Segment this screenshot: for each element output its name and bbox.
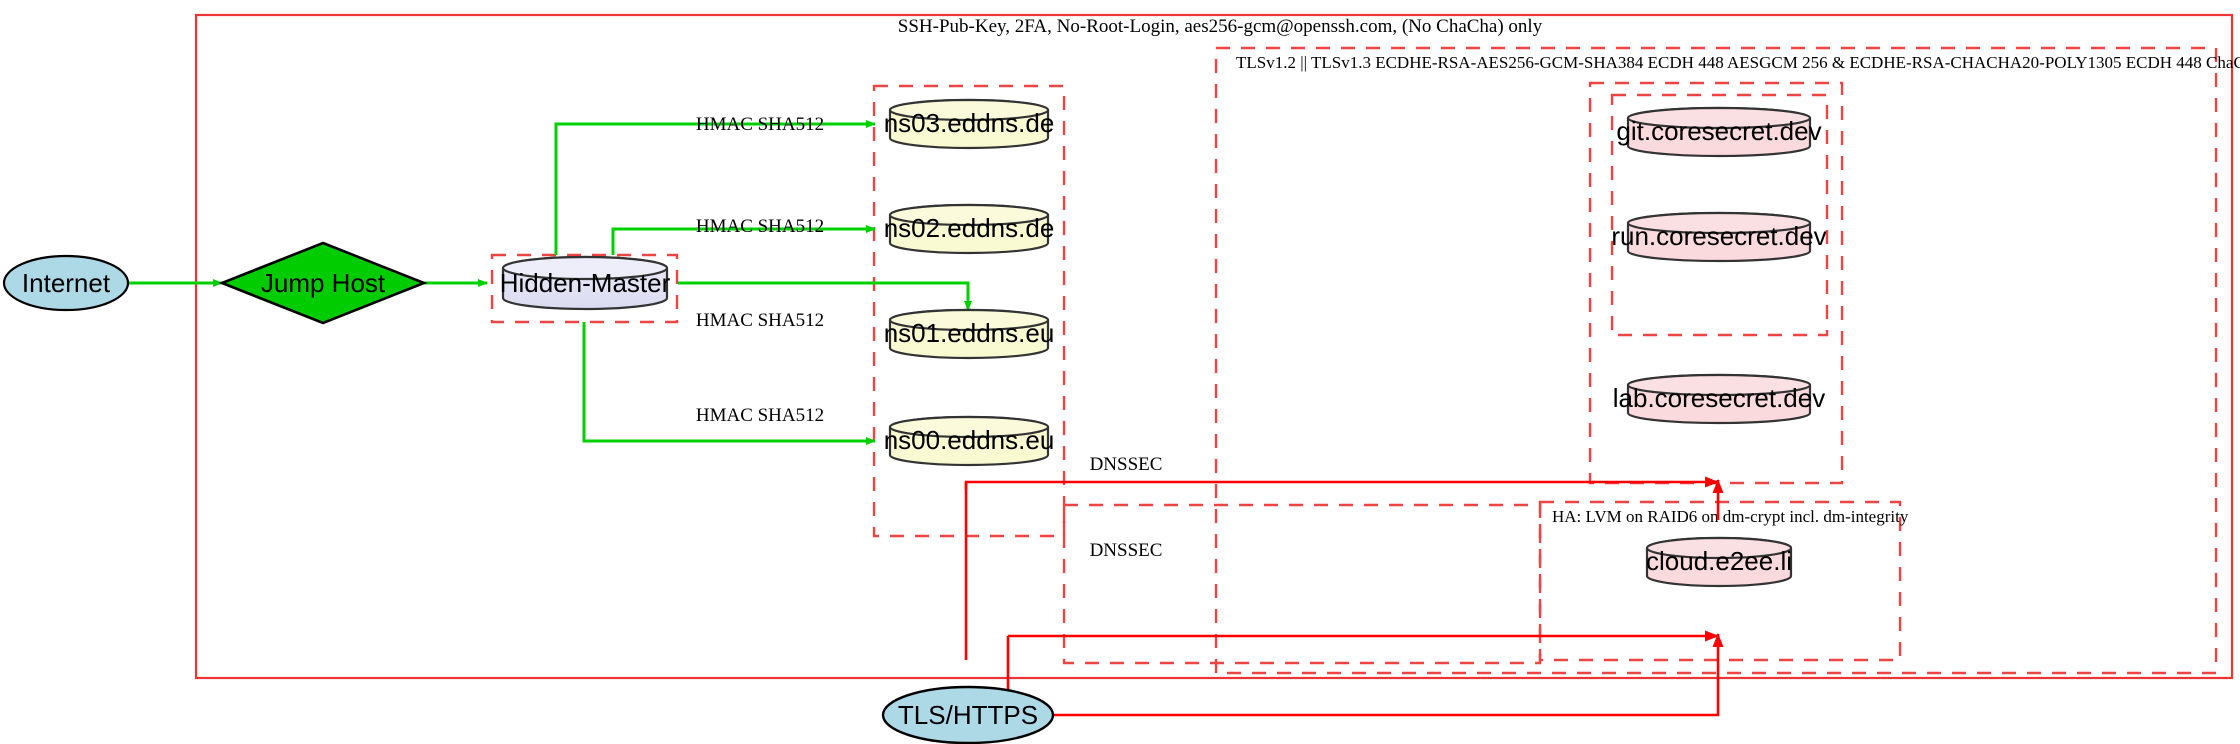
node-git-coresecret[interactable]: git.coresecret.dev bbox=[1616, 106, 1822, 158]
node-cloud-e2ee[interactable]: cloud.e2ee.li bbox=[1645, 536, 1793, 588]
node-internet-shape bbox=[2, 254, 130, 312]
edge-hiddenmaster-to-ns03 bbox=[554, 120, 876, 255]
node-git-top bbox=[1626, 106, 1812, 130]
edge-dnssec-upper bbox=[964, 476, 1719, 490]
node-ns02[interactable]: ns02.eddns.de bbox=[884, 203, 1055, 255]
coresecret-inner-box bbox=[1610, 93, 1829, 337]
edge-hiddenmaster-to-ns02 bbox=[611, 225, 876, 255]
tls-cluster-label: TLSv1.2 || TLSv1.3 ECDHE-RSA-AES256-GCM-… bbox=[1236, 53, 2240, 72]
node-hidden-master[interactable]: Hidden-Master bbox=[500, 255, 671, 311]
node-tls-https-shape bbox=[881, 685, 1055, 744]
node-internet-label: Internet bbox=[22, 268, 111, 298]
node-jump-host-label: Jump Host bbox=[261, 268, 386, 298]
node-ns03[interactable]: ns03.eddns.de bbox=[884, 98, 1055, 150]
node-hidden-master-top bbox=[501, 255, 669, 281]
node-ns02-label: ns02.eddns.de bbox=[884, 213, 1055, 243]
edge-hiddenmaster-to-ns00 bbox=[582, 322, 876, 445]
edge-label-hmac-ns03: HMAC SHA512 bbox=[696, 114, 824, 135]
edge-label-dnssec-lower: DNSSEC bbox=[1090, 540, 1163, 561]
node-internet[interactable]: Internet bbox=[2, 254, 130, 312]
node-ns00-label: ns00.eddns.eu bbox=[884, 425, 1055, 455]
ha-cluster-label: HA: LVM on RAID6 on dm-crypt incl. dm-in… bbox=[1552, 507, 1909, 526]
edge-tlshttps-right bbox=[1053, 672, 1720, 717]
outer-frame bbox=[194, 13, 2234, 680]
edge-label-dnssec-upper: DNSSEC bbox=[1090, 454, 1163, 475]
node-ns00-top bbox=[888, 415, 1050, 439]
dns-cluster-box bbox=[872, 84, 1066, 538]
node-tls-https[interactable]: TLS/HTTPS bbox=[881, 685, 1055, 744]
node-lab-top bbox=[1626, 373, 1812, 397]
node-ns01-top bbox=[888, 308, 1050, 332]
node-ns00[interactable]: ns00.eddns.eu bbox=[884, 415, 1055, 467]
node-git-label: git.coresecret.dev bbox=[1616, 116, 1821, 146]
node-ns01-label: ns01.eddns.eu bbox=[884, 318, 1055, 348]
node-tls-https-label: TLS/HTTPS bbox=[898, 700, 1038, 730]
node-ns01[interactable]: ns01.eddns.eu bbox=[884, 308, 1055, 360]
node-run-top bbox=[1626, 211, 1812, 235]
middle-cluster-box bbox=[1062, 503, 1542, 665]
node-ns03-top bbox=[888, 98, 1050, 122]
node-lab-label: lab.coresecret.dev bbox=[1613, 383, 1825, 413]
node-jump-host-shape bbox=[218, 241, 428, 325]
node-run-coresecret[interactable]: run.coresecret.dev bbox=[1611, 211, 1827, 263]
edge-hiddenmaster-to-ns01 bbox=[678, 281, 972, 311]
node-cloud-top bbox=[1645, 536, 1793, 560]
node-cloud-label: cloud.e2ee.li bbox=[1646, 546, 1792, 576]
tls-cluster-box bbox=[1214, 46, 2218, 675]
edge-label-hmac-ns00: HMAC SHA512 bbox=[696, 405, 824, 426]
node-hidden-master-label: Hidden-Master bbox=[500, 268, 671, 298]
edge-label-hmac-ns01: HMAC SHA512 bbox=[696, 310, 824, 331]
node-jump-host[interactable]: Jump Host bbox=[218, 241, 428, 325]
node-lab-coresecret[interactable]: lab.coresecret.dev bbox=[1613, 373, 1825, 425]
node-ns02-top bbox=[888, 203, 1050, 227]
edge-label-hmac-ns02: HMAC SHA512 bbox=[696, 216, 824, 237]
node-run-label: run.coresecret.dev bbox=[1611, 221, 1826, 251]
ssh-policy-label: SSH-Pub-Key, 2FA, No-Root-Login, aes256-… bbox=[898, 16, 1543, 37]
node-ns03-label: ns03.eddns.de bbox=[884, 108, 1055, 138]
